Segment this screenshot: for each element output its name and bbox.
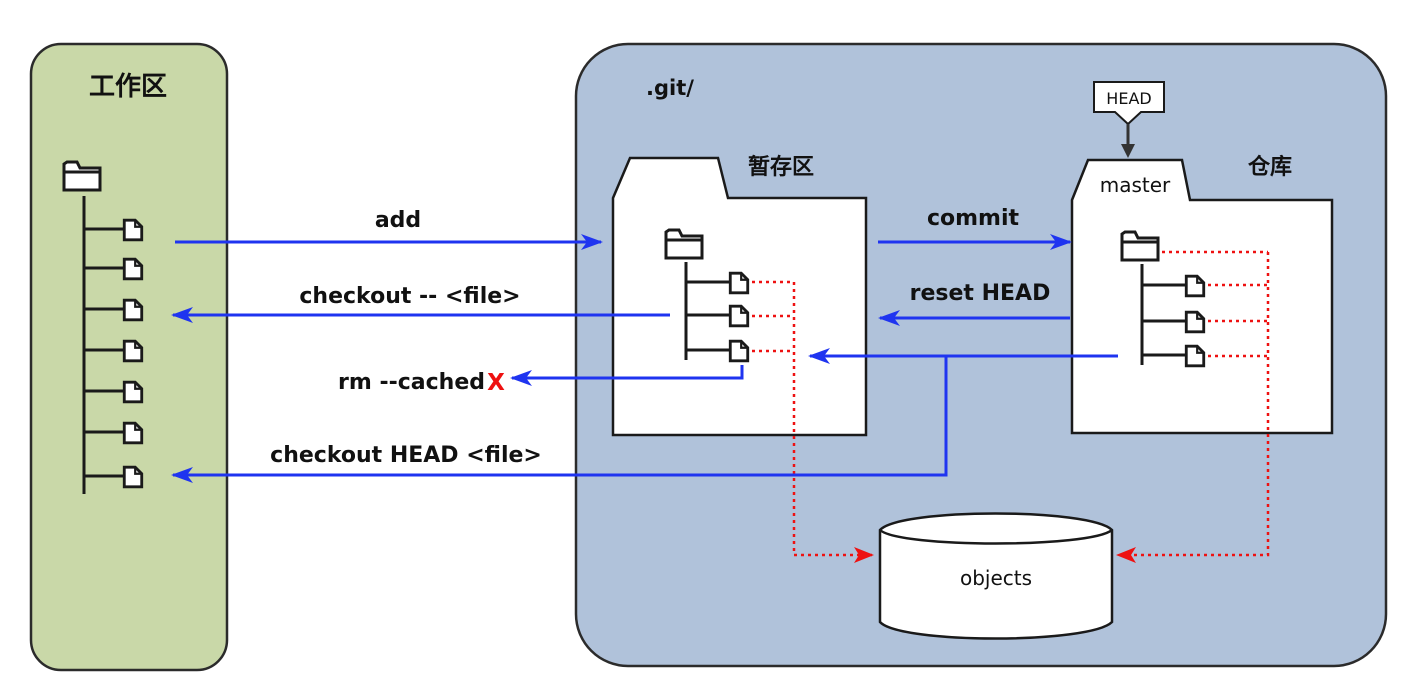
file-item — [84, 380, 144, 404]
head-label: HEAD — [1106, 89, 1151, 108]
file-icon — [122, 339, 144, 363]
command-arrows — [171, 234, 1118, 483]
stage-to-objects-arrow — [792, 282, 874, 563]
stage-area: 暂存区 — [611, 154, 868, 437]
repo-file-item — [1142, 274, 1206, 298]
objects-label: objects — [960, 566, 1032, 590]
file-icon — [1184, 310, 1206, 334]
stage-title: 暂存区 — [748, 154, 814, 180]
file-item — [84, 298, 144, 322]
reset-head-label: reset HEAD — [910, 281, 1051, 306]
head-pointer: HEAD — [1093, 81, 1165, 158]
checkout-head-arrow — [171, 356, 948, 483]
file-icon — [728, 304, 750, 328]
file-icon — [728, 339, 750, 363]
file-icon — [122, 465, 144, 489]
file-icon — [122, 218, 144, 242]
file-icon — [122, 380, 144, 404]
objects-store: objects — [878, 512, 1114, 640]
stage-folder-shape — [611, 156, 868, 437]
git-dir-label: .git/ — [646, 76, 694, 100]
file-icon — [1184, 344, 1206, 368]
repo-file-item — [1142, 310, 1206, 334]
workspace-title: 工作区 — [89, 72, 167, 102]
rm-cached-arrow — [510, 365, 744, 386]
file-item — [84, 257, 144, 281]
file-item — [84, 421, 144, 445]
file-icon — [122, 421, 144, 445]
branch-label: master — [1100, 173, 1171, 197]
repo-file-item — [1142, 344, 1206, 368]
stage-file-item — [686, 339, 750, 363]
repo-title: 仓库 — [1247, 154, 1292, 180]
commit-label: commit — [927, 206, 1020, 231]
command-labels: add checkout -- <file> rm --cached X che… — [270, 206, 1050, 468]
checkout-file-label: checkout -- <file> — [299, 284, 520, 309]
file-item — [84, 218, 144, 242]
file-icon — [122, 298, 144, 322]
object-pointers — [752, 250, 1270, 563]
file-item — [84, 465, 144, 489]
checkout-head-label: checkout HEAD <file> — [270, 443, 542, 468]
file-icon — [122, 257, 144, 281]
add-label: add — [375, 208, 421, 233]
stage-file-item — [686, 304, 750, 328]
repo-to-objects-arrow — [1116, 252, 1270, 563]
workspace-file-tree — [62, 160, 144, 494]
rm-cached-x-mark: X — [487, 370, 505, 396]
file-item — [84, 339, 144, 363]
workspace-panel: 工作区 — [29, 42, 229, 672]
file-icon — [1184, 274, 1206, 298]
file-icon — [728, 271, 750, 295]
stage-file-item — [686, 271, 750, 295]
rm-cached-label: rm --cached — [338, 370, 485, 395]
